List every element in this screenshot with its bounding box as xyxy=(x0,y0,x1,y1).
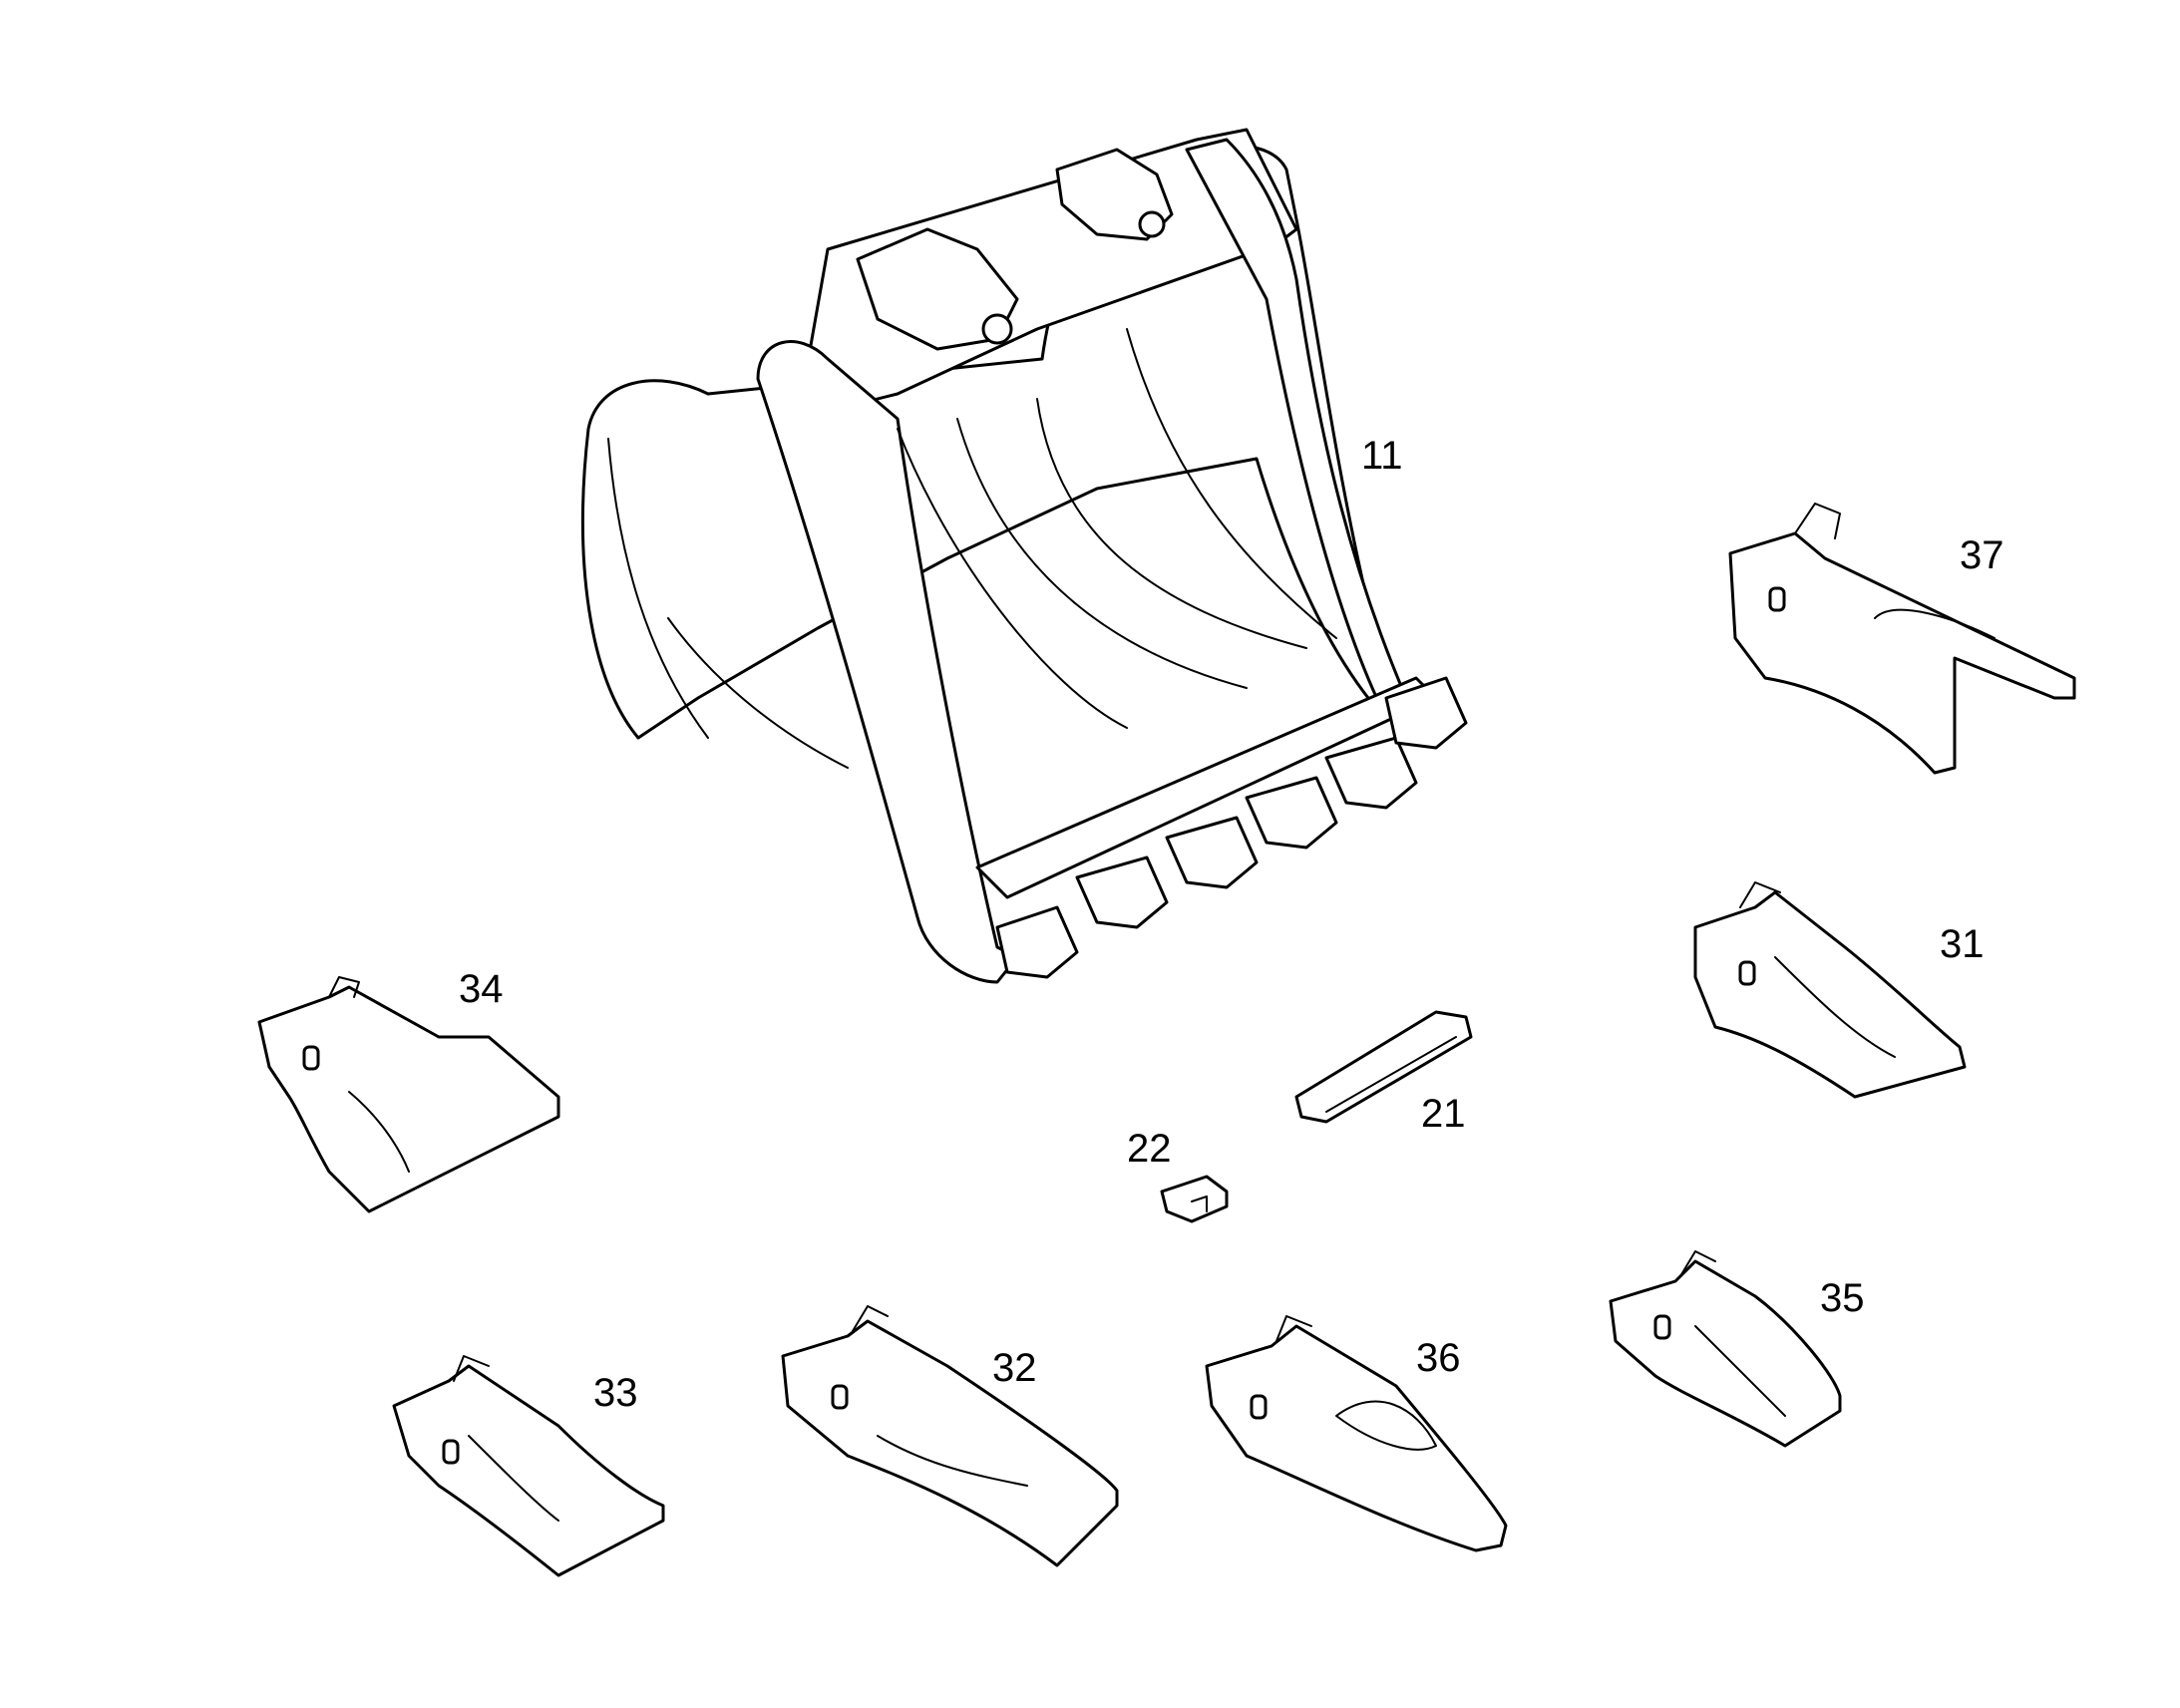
tooth-34-icon[interactable] xyxy=(257,976,560,1213)
callout-32: 32 xyxy=(992,1346,1037,1390)
tooth-lock-icon[interactable] xyxy=(1160,1175,1229,1223)
callout-21: 21 xyxy=(1421,1092,1466,1136)
callout-34: 34 xyxy=(459,967,504,1011)
excavator-bucket-icon[interactable] xyxy=(580,128,1468,984)
tooth-31-icon[interactable] xyxy=(1693,881,1967,1099)
callout-37: 37 xyxy=(1960,533,2004,577)
tooth-36-icon[interactable] xyxy=(1205,1315,1508,1552)
callout-35: 35 xyxy=(1820,1276,1865,1320)
callout-22: 22 xyxy=(1127,1127,1172,1171)
callout-11: 11 xyxy=(1361,434,1403,478)
callout-36: 36 xyxy=(1416,1336,1461,1380)
callout-33: 33 xyxy=(593,1371,638,1415)
tooth-33-icon[interactable] xyxy=(392,1355,665,1577)
retaining-pin-icon[interactable] xyxy=(1294,1010,1473,1124)
tooth-32-icon[interactable] xyxy=(781,1305,1119,1567)
tooth-35-icon[interactable] xyxy=(1609,1250,1842,1448)
tooth-37-icon[interactable] xyxy=(1728,503,2076,775)
callout-31: 31 xyxy=(1940,922,1985,966)
